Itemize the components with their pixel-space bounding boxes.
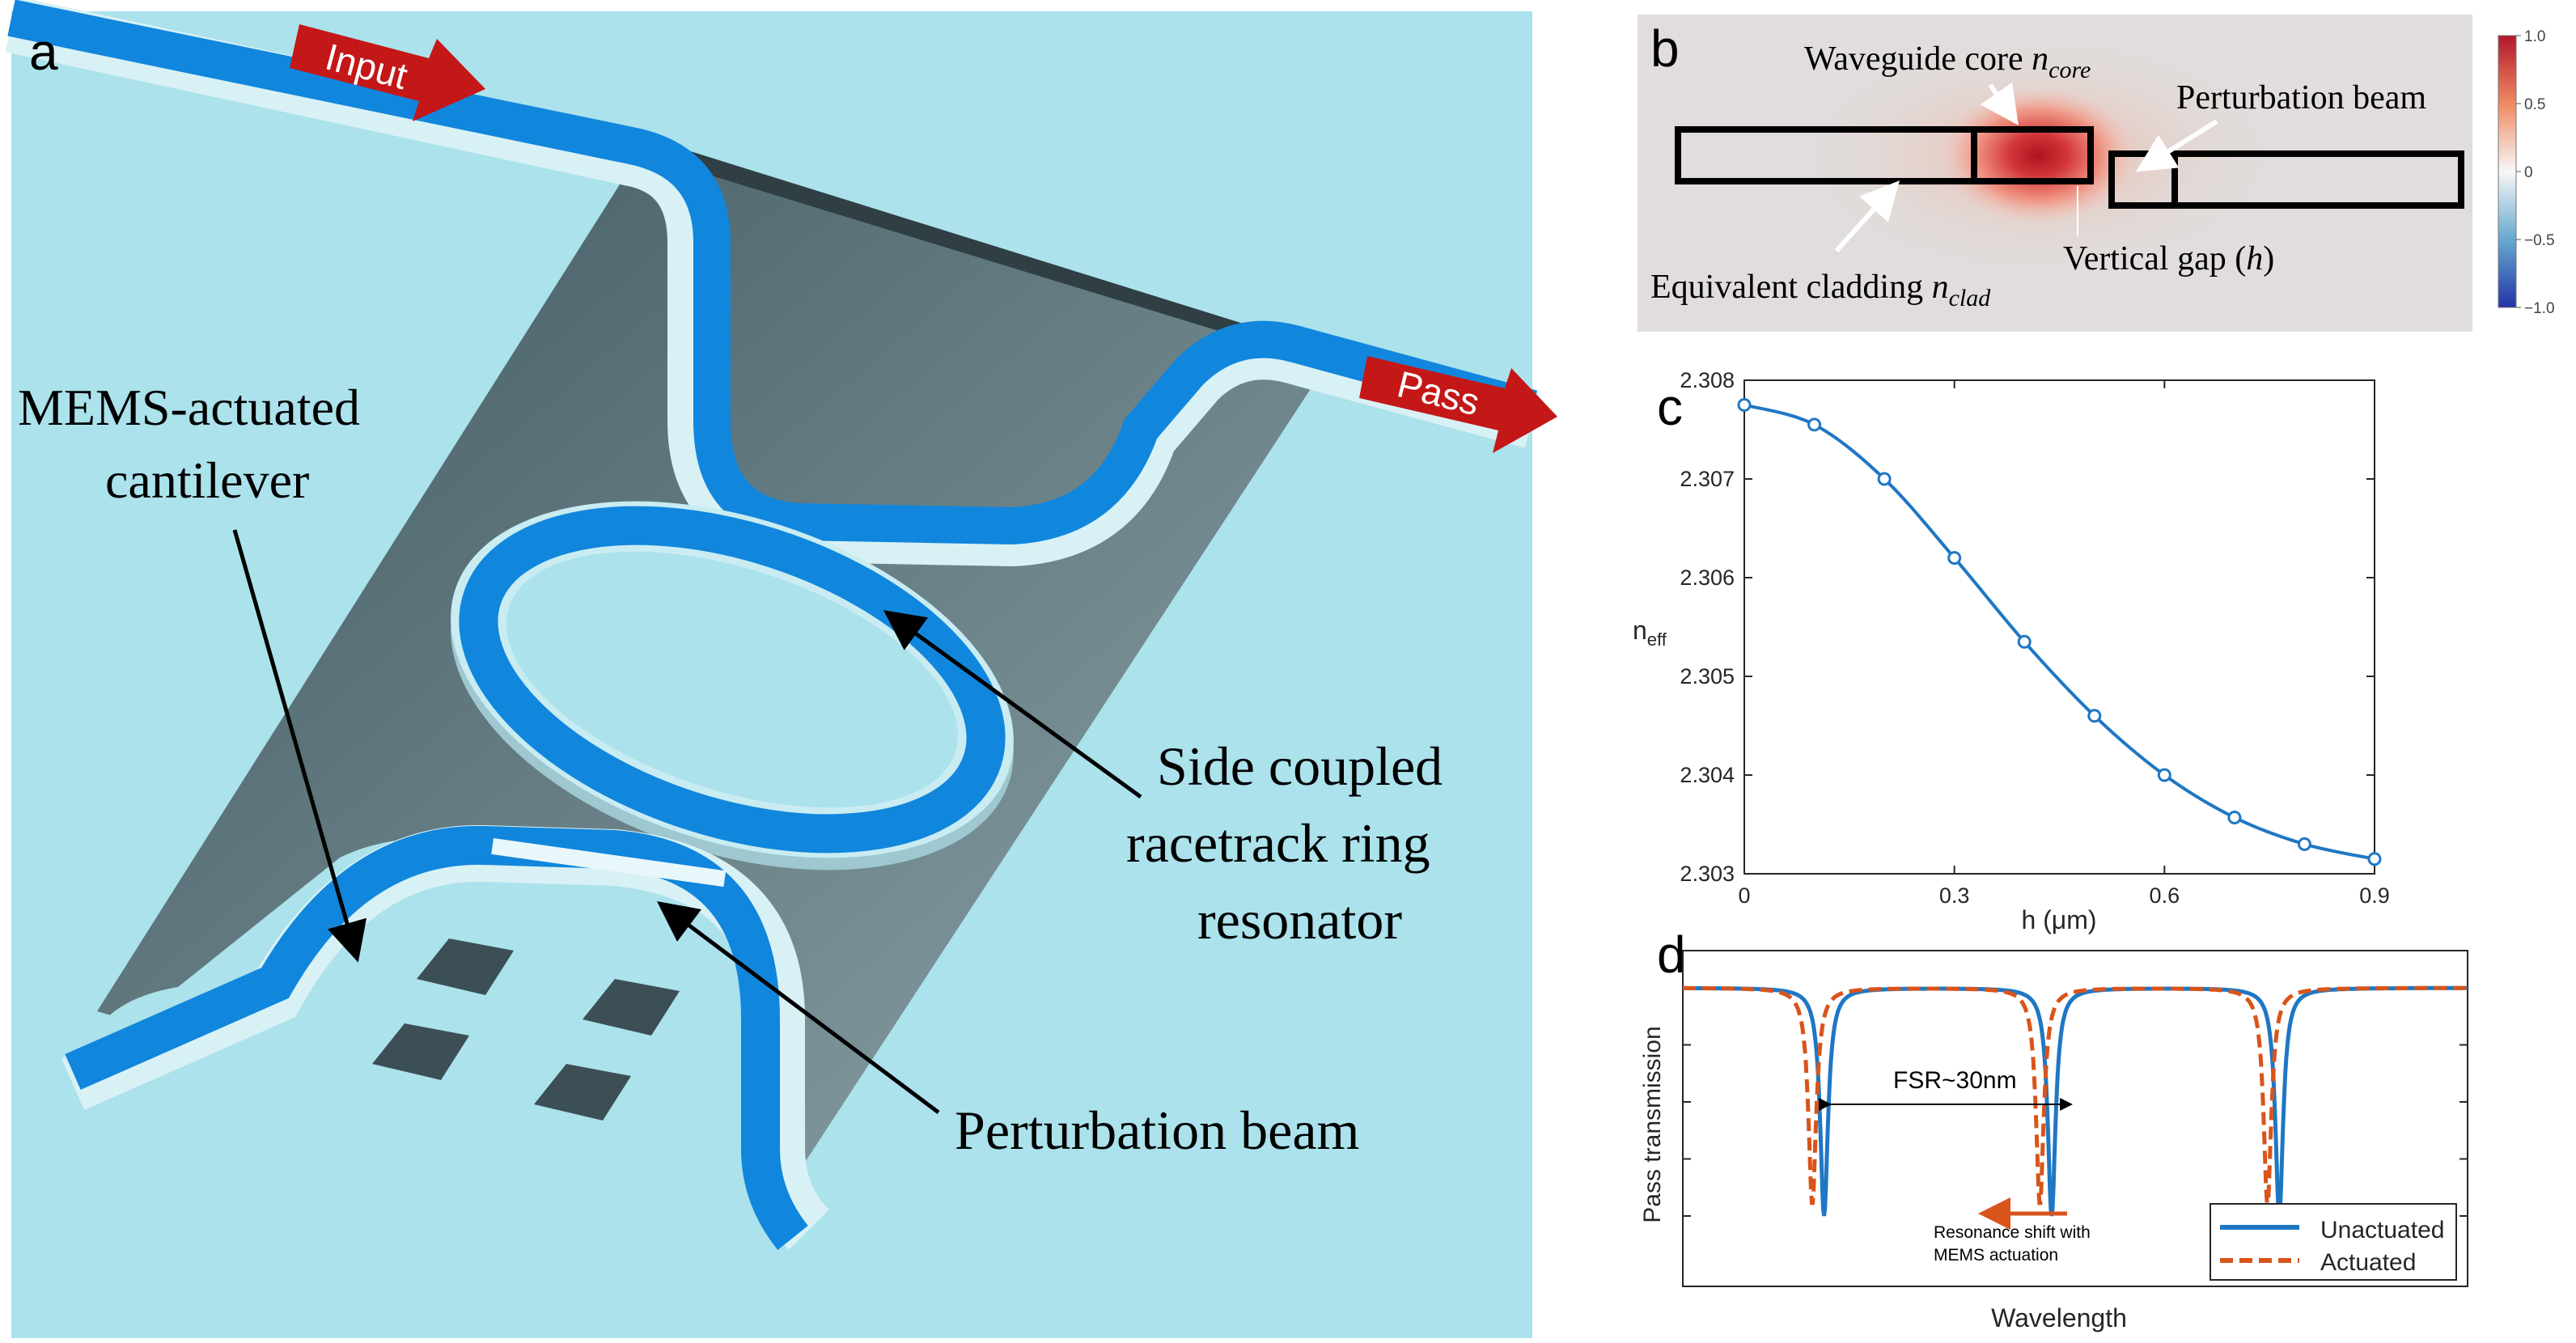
data-point (2157, 768, 2171, 782)
panel-c: c 0 0.3 0.6 0.9 2.303 2.304 2.305 2.306 2.307 2.3… (1633, 368, 2390, 934)
chart-d-ylabel: Pass transmission (1639, 1026, 1666, 1222)
y-tick-label: 2.305 (1680, 664, 1735, 688)
cladding-pointer (1834, 180, 1900, 253)
ring-label-line1: Side coupled (1157, 735, 1443, 797)
panel-b-letter: b (1650, 19, 1680, 78)
data-point (1807, 417, 1822, 432)
legend-label-actuated: Actuated (2320, 1249, 2416, 1276)
colorbar-tick-label: −0.5 (2524, 232, 2555, 249)
panel-a: Input Pass a MEMS-actuated cantilever Si… (5, 0, 1557, 1338)
data-point (1947, 551, 1962, 566)
cantilever-label-line1: MEMS-actuated (18, 379, 360, 436)
panel-a-letter: a (29, 23, 58, 81)
colorbar-tick-label: 1.0 (2524, 28, 2545, 45)
trench-wall (639, 142, 1347, 364)
ring-pointer (883, 610, 1142, 799)
panel-d: d FSR~30nm Resonance shift with MEMS act… (1639, 926, 2468, 1332)
colorbar (2498, 35, 2517, 308)
release-hole (534, 1064, 631, 1121)
beam-label-b: Perturbation beam (2176, 79, 2426, 117)
chart-d-legend: Unactuated Actuated (2210, 1203, 2457, 1281)
chart-c-marks (1737, 398, 2382, 866)
release-hole (372, 1023, 469, 1080)
ring-label-line3: resonator (1197, 889, 1402, 951)
x-tick-label: 0 (1738, 883, 1750, 908)
colorbar-tick-label: 0 (2524, 164, 2533, 181)
beam-pointer-b (2135, 119, 2218, 172)
x-tick-label: 0.3 (1939, 883, 1970, 908)
beam-pointer (657, 901, 940, 1114)
colorbar-ticks: 1.0 0.5 0 −0.5 −1.0 (2516, 28, 2555, 317)
panel-b: b Waveguide core ncore Perturbation beam… (1638, 15, 2555, 332)
beam-label: Perturbation beam (955, 1099, 1359, 1161)
neff-series-line (1743, 403, 2375, 861)
beam-outline (2108, 150, 2464, 209)
panel-d-letter: d (1657, 926, 1686, 984)
data-point (1737, 398, 1752, 412)
perturbation-beam-shape (491, 837, 727, 888)
chart-c-ticks: 0 0.3 0.6 0.9 2.303 2.304 2.305 2.306 2.307 2.308 (1680, 368, 2389, 908)
chart-d-marks (1683, 985, 2468, 1217)
data-point (2367, 852, 2382, 866)
ring-label-line2: racetrack ring (1126, 812, 1430, 874)
core-label: Waveguide core ncore (1804, 40, 2091, 83)
release-hole (417, 938, 514, 995)
racetrack-ring-inner (506, 551, 959, 808)
core-pointer (1980, 82, 2019, 125)
y-tick-label: 2.308 (1680, 368, 1735, 392)
chart-c-ylabel: neff (1633, 616, 1667, 650)
data-point (1877, 472, 1892, 486)
release-hole (583, 979, 680, 1036)
colorbar-tick-label: 0.5 (2524, 96, 2545, 113)
data-point (2087, 709, 2102, 723)
x-tick-label: 0.9 (2359, 883, 2390, 908)
cantilever-pointer (232, 529, 367, 963)
chart-c-axes-box (1743, 379, 2375, 875)
data-point (2297, 837, 2311, 851)
y-tick-label: 2.307 (1680, 467, 1735, 491)
pass-arrow (1359, 356, 1557, 453)
x-tick-label: 0.6 (2150, 883, 2180, 908)
cladding-label: Equivalent cladding nclad (1650, 269, 1991, 311)
racetrack-ring (459, 506, 1006, 854)
chart-d-xlabel: Wavelength (1991, 1303, 2127, 1332)
fsr-label: FSR~30nm (1893, 1067, 2017, 1094)
colorbar-tick-label: −1.0 (2524, 300, 2555, 317)
input-arrow (290, 24, 485, 121)
y-tick-label: 2.306 (1680, 566, 1735, 590)
shift-label-line1: Resonance shift with (1934, 1223, 2091, 1242)
legend-box (2210, 1203, 2457, 1281)
data-point (2017, 634, 2032, 649)
data-point (2227, 810, 2242, 824)
chart-c-xlabel: h (μm) (2021, 905, 2096, 934)
cantilever-label-line2: cantilever (105, 451, 309, 509)
transmission-series-actuated (1683, 985, 2468, 1205)
legend-label-unactuated: Unactuated (2320, 1217, 2444, 1243)
y-tick-label: 2.303 (1680, 862, 1735, 886)
transmission-series-unactuated (1683, 985, 2468, 1217)
panel-c-letter: c (1657, 378, 1683, 436)
y-tick-label: 2.304 (1680, 763, 1735, 787)
gap-label: Vertical gap (h) (2063, 240, 2274, 277)
shift-label-line2: MEMS actuation (1934, 1246, 2058, 1265)
bus-waveguide (7, 0, 1538, 545)
